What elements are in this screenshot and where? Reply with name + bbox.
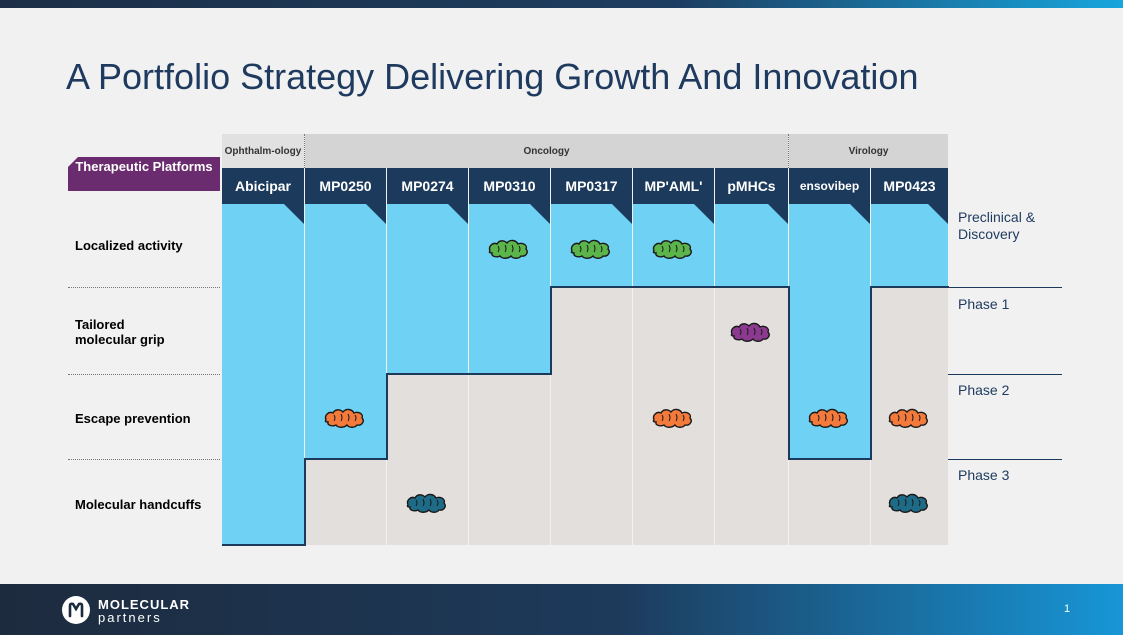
- slide-title: A Portfolio Strategy Delivering Growth A…: [66, 56, 919, 97]
- grid-cell: [222, 287, 304, 374]
- product-header-mp-aml: MP'AML': [633, 168, 714, 204]
- header-fold-corner: [850, 204, 870, 224]
- footer-bar: [0, 584, 1123, 635]
- header-fold-corner: [768, 204, 788, 224]
- platform-molecule-icon: [728, 320, 772, 342]
- molecular-partners-logo-icon: [62, 596, 90, 624]
- grid-cell: [222, 374, 304, 459]
- grid-cell: [633, 459, 714, 545]
- phase-label-preclinical: Preclinical & Discovery: [958, 209, 1036, 242]
- platform-molecule-icon: [886, 406, 930, 428]
- grid-cell: [633, 287, 714, 374]
- platform-molecule-icon: [806, 406, 850, 428]
- header-fold-corner: [530, 204, 550, 224]
- platform-molecule-icon: [650, 237, 694, 259]
- grid-cell: [387, 287, 468, 374]
- row-label-molecular-handcuffs: Molecular handcuffs: [75, 497, 202, 512]
- phase-step-riser: [386, 373, 388, 460]
- grid-cell: [222, 459, 304, 545]
- phase-step-riser: [550, 286, 552, 375]
- row-label-localized-activity: Localized activity: [75, 238, 183, 253]
- header-fold-corner: [612, 204, 632, 224]
- top-accent-bar: [0, 0, 1123, 8]
- header-fold-corner: [366, 204, 386, 224]
- grid-cell: [551, 287, 632, 374]
- row-divider: [68, 374, 220, 375]
- product-header-mp0250: MP0250: [305, 168, 386, 204]
- platform-molecule-icon: [322, 406, 366, 428]
- product-header-mp0274: MP0274: [387, 168, 468, 204]
- phase-step-line: [551, 286, 633, 288]
- therapeutic-platforms-label: Therapeutic Platforms: [68, 157, 220, 191]
- grid-cell: [469, 287, 550, 374]
- phase-step-line: [305, 458, 387, 460]
- grid-cell: [387, 374, 468, 459]
- grid-cell: [551, 374, 632, 459]
- category-oncology: Oncology: [305, 134, 788, 168]
- platform-molecule-icon: [568, 237, 612, 259]
- row-label-escape-prevention: Escape prevention: [75, 411, 191, 426]
- grid-cell: [789, 287, 870, 374]
- grid-cell: [305, 287, 386, 374]
- header-fold-corner: [284, 204, 304, 224]
- logo-name: MOLECULAR: [98, 597, 191, 612]
- phase-step-riser: [304, 458, 306, 546]
- product-header-abicipar: Abicipar: [222, 168, 304, 204]
- phase-step-line: [633, 286, 715, 288]
- phase-step-line: [715, 286, 789, 288]
- phase-step-line: [789, 458, 871, 460]
- row-divider: [68, 287, 220, 288]
- header-fold-corner: [694, 204, 714, 224]
- category-virology: Virology: [789, 134, 948, 168]
- phase-step-line: [222, 544, 305, 546]
- product-header-mp0423: MP0423: [871, 168, 948, 204]
- phase-step-line: [387, 373, 469, 375]
- platform-molecule-icon: [404, 491, 448, 513]
- grid-cell: [469, 459, 550, 545]
- logo-subtitle: partners: [98, 610, 162, 625]
- category-separator: [788, 134, 789, 168]
- grid-cell: [871, 287, 948, 374]
- category-ophthalmology: Ophthalm-ology: [222, 134, 304, 168]
- page-number: 1: [1064, 603, 1071, 615]
- phase-step-riser: [788, 286, 790, 460]
- product-header-pmhcs: pMHCs: [715, 168, 788, 204]
- phase-divider: [948, 459, 1062, 460]
- grid-cell: [715, 374, 788, 459]
- phase-divider: [948, 287, 1062, 288]
- phase-step-line: [871, 286, 949, 288]
- product-header-mp0317: MP0317: [551, 168, 632, 204]
- phase-divider: [948, 374, 1062, 375]
- header-fold-corner: [448, 204, 468, 224]
- product-header-mp0310: MP0310: [469, 168, 550, 204]
- phase-label-phase-2: Phase 2: [958, 382, 1010, 398]
- platform-molecule-icon: [650, 406, 694, 428]
- phase-label-phase-1: Phase 1: [958, 296, 1010, 312]
- phase-step-line: [469, 373, 551, 375]
- grid-cell: [305, 459, 386, 545]
- phase-step-riser: [870, 286, 872, 460]
- row-divider: [68, 459, 220, 460]
- product-header-ensovibep: ensovibep: [789, 168, 870, 204]
- header-fold-corner: [928, 204, 948, 224]
- category-separator: [304, 134, 305, 168]
- grid-cell: [715, 459, 788, 545]
- grid-cell: [469, 374, 550, 459]
- platform-molecule-icon: [886, 491, 930, 513]
- platform-molecule-icon: [486, 237, 530, 259]
- row-label-tailored-molecular-grip: Tailored molecular grip: [75, 317, 165, 347]
- grid-cell: [551, 459, 632, 545]
- phase-label-phase-3: Phase 3: [958, 467, 1010, 483]
- grid-cell: [789, 459, 870, 545]
